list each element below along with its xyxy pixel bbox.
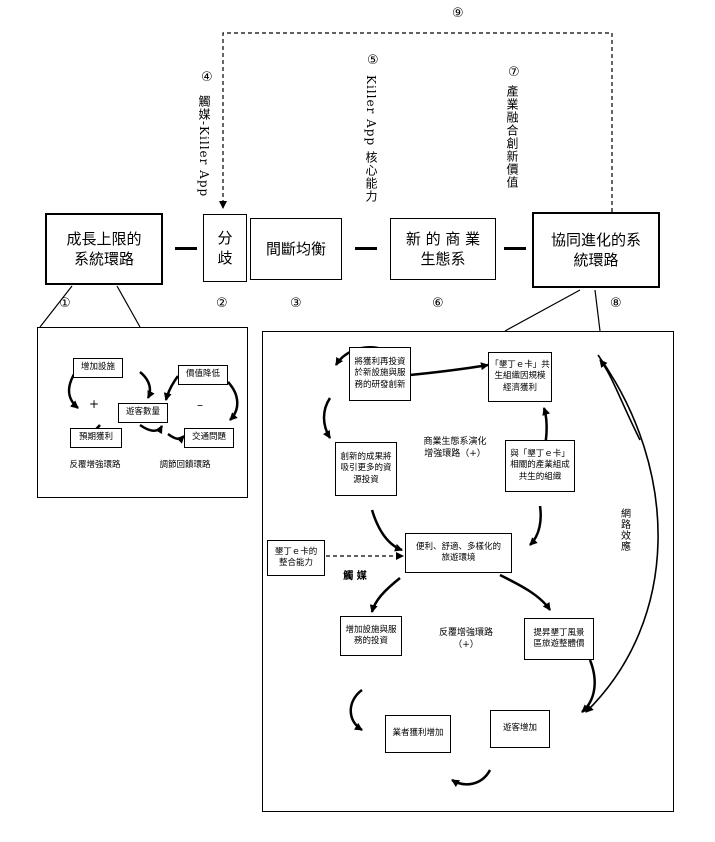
- right-arrow-9: [349, 688, 363, 732]
- label-n5: ⑤: [367, 53, 379, 68]
- stage-coevolution: 協同進化的系 統環路: [532, 212, 660, 288]
- right-arrow-3: [409, 362, 489, 377]
- left-arrow-3: [139, 423, 164, 435]
- node-reinvest: 將獲利再投資 於新設施與服 務的研發創新: [349, 347, 411, 401]
- label-n4: ④: [201, 70, 213, 85]
- right-arrow-8: [369, 577, 401, 613]
- node-visitors: 遊客數量: [118, 403, 168, 423]
- node-ecard-ability: 墾丁ｅ卡的 整合能力: [267, 540, 325, 576]
- node-add-facilities: 增加設施: [73, 358, 123, 378]
- stage-punctuated: 間斷均衡: [250, 218, 342, 280]
- label-n8: ⑧: [610, 296, 622, 311]
- right-arrow-2: [322, 397, 332, 439]
- zoom-line-left-b: [116, 285, 141, 328]
- zoom-line-left-a: [39, 285, 73, 328]
- label-n1: ①: [59, 296, 71, 311]
- right-arrow-7: [499, 573, 552, 611]
- stage-growth-limits: 成長上限的 系統環路: [45, 213, 163, 285]
- right-arrow-11: [451, 769, 492, 788]
- label-n9: ⑨: [452, 6, 464, 21]
- zoom-line-right-a: [504, 289, 581, 332]
- node-symbiosis: 「墾丁ｅ卡」共 生組織因規模 經濟獲利: [488, 352, 552, 402]
- stage-new-ecosystem: 新 的 商 業 生態系: [390, 218, 496, 280]
- network-effect-label: 網路效應: [618, 508, 630, 552]
- annotation-core: Killer App 核心能力: [364, 75, 378, 203]
- label-n3: ③: [290, 296, 302, 311]
- node-environment: 便利、舒適、多樣化的 旅遊環境: [405, 533, 512, 573]
- eco-loop-label: 商業生態系演化 增強環路（+）: [423, 437, 487, 459]
- stage-dash-2: [355, 247, 377, 250]
- network-effect-arc: [585, 354, 659, 713]
- annotation-catalyst: 觸媒-Killer App: [197, 95, 211, 198]
- node-invest-more: 增加設施與服 務的投資: [340, 616, 402, 656]
- left-arrow-5: [163, 375, 180, 401]
- stage-dash-3: [504, 247, 526, 250]
- repeat-loop-label: 反覆增強環路 （+）: [438, 628, 493, 650]
- right-arrow-6: [529, 505, 542, 546]
- left-arrow-6: [227, 381, 239, 421]
- left-plus-sign: +: [88, 397, 100, 411]
- feedback-dashed-line: [219, 32, 613, 212]
- stage-bifurcation: 分 歧: [203, 214, 247, 282]
- left-minus-sign: –: [197, 398, 203, 412]
- node-profit-up: 業者獲利增加: [385, 715, 451, 753]
- right-arrow-10: [581, 659, 596, 713]
- annotation-fusion: 產業融合創新價值: [505, 85, 519, 189]
- left-arrow-7: [167, 432, 185, 444]
- loop-reinforcing-label: 反覆增強環路: [69, 460, 121, 470]
- left-panel-frame: [37, 327, 248, 498]
- node-attract: 創新的成果將 吸引更多的資 源投資: [335, 442, 397, 496]
- network-effect-arc-start: [599, 359, 641, 441]
- stage-dash-1: [175, 247, 197, 250]
- node-traffic: 交通問題: [184, 428, 234, 448]
- label-n7: ⑦: [508, 65, 520, 80]
- node-visitors-up: 遊客增加: [490, 710, 550, 748]
- node-expected-profit: 預期獲利: [70, 428, 122, 448]
- left-arrow-2: [139, 371, 155, 399]
- label-n2: ②: [216, 296, 228, 311]
- node-related: 與「墾丁ｅ卡」 相關的產業組成 共生的組織: [505, 440, 575, 492]
- node-value-drop: 價值降低: [178, 365, 228, 385]
- zoom-line-right-b: [594, 289, 601, 332]
- node-quality: 提昇墾丁風景 區旅遊整體價: [524, 618, 594, 660]
- right-panel-frame: [262, 331, 674, 812]
- right-arrow-5: [370, 509, 403, 552]
- loop-balancing-label: 調節回饋環路: [159, 460, 211, 470]
- label-n6: ⑥: [432, 296, 444, 311]
- catalyst-label: 觸 媒: [343, 571, 367, 582]
